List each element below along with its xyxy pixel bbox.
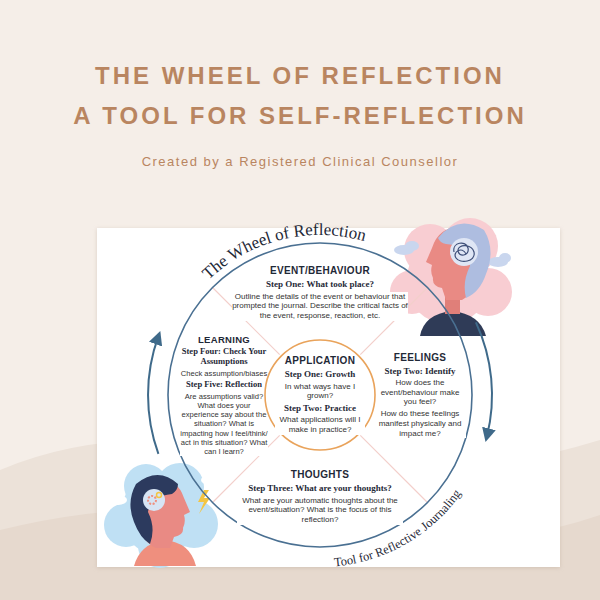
blue-cloud-figure xyxy=(104,463,219,568)
step-title: Step One: What took place? xyxy=(266,279,374,289)
application-ring xyxy=(265,340,375,450)
card xyxy=(97,228,560,567)
quadrant-heading: APPLICATION xyxy=(285,355,355,367)
application-circle: APPLICATION Step One: Growth In what ways … xyxy=(264,339,376,451)
application-text: APPLICATION Step One: Growth In what ways … xyxy=(275,355,365,435)
step-title: Step One: Growth xyxy=(285,369,355,379)
author-note: Created by a Registered Clinical Counsel… xyxy=(0,154,600,169)
quadrant-heading: LEARNING xyxy=(198,334,250,345)
prompt-text: What are your automatic thoughts about t… xyxy=(237,496,403,525)
event-quadrant: EVENT/BEHAVIOUR Step One: What took place… xyxy=(232,265,408,321)
prompt-text: Outline the details of the event or beha… xyxy=(232,292,408,321)
cycle-arrow xyxy=(476,322,492,436)
learning-quadrant: LEARNING Step Four: Check Your Assumption… xyxy=(180,334,268,457)
thoughts-quadrant: THOUGHTS Step Three: What are your though… xyxy=(237,469,403,525)
step-title: Step Four: Check Your Assumptions xyxy=(180,347,268,367)
wheel-circle: The Wheel of ReflectionTool for Reflecti… xyxy=(168,243,472,547)
subtitle: A TOOL FOR SELF-REFLECTION xyxy=(0,102,600,130)
prompt-text: How does the event/behaviour make you fe… xyxy=(374,378,466,407)
quadrant-heading: EVENT/BEHAVIOUR xyxy=(270,265,370,277)
cycle-arrow xyxy=(148,336,158,454)
quadrant-heading: FEELINGS xyxy=(394,352,446,364)
step-title: Step Two: Identify xyxy=(384,366,455,376)
feelings-quadrant: FEELINGS Step Two: IdentifyHow does the e… xyxy=(374,352,466,439)
step-title: Step Two: Practice xyxy=(284,403,356,413)
wheel-ring xyxy=(168,243,472,547)
prompt-text: How do these feelings manifest physicall… xyxy=(374,409,466,438)
step-title: Step Three: What are your thoughts? xyxy=(248,483,391,493)
step-title: Step Five: Reflection xyxy=(186,380,262,390)
quadrant-heading: THOUGHTS xyxy=(291,469,350,481)
prompt-text: Are assumptions valid? What does your ex… xyxy=(180,392,268,457)
title: THE WHEEL OF REFLECTION xyxy=(0,62,600,90)
prompt-text: Check assumption/biases xyxy=(181,369,268,378)
prompt-text: In what ways have I grown? xyxy=(275,382,365,402)
prompt-text: What applications will I make in practic… xyxy=(275,415,365,435)
